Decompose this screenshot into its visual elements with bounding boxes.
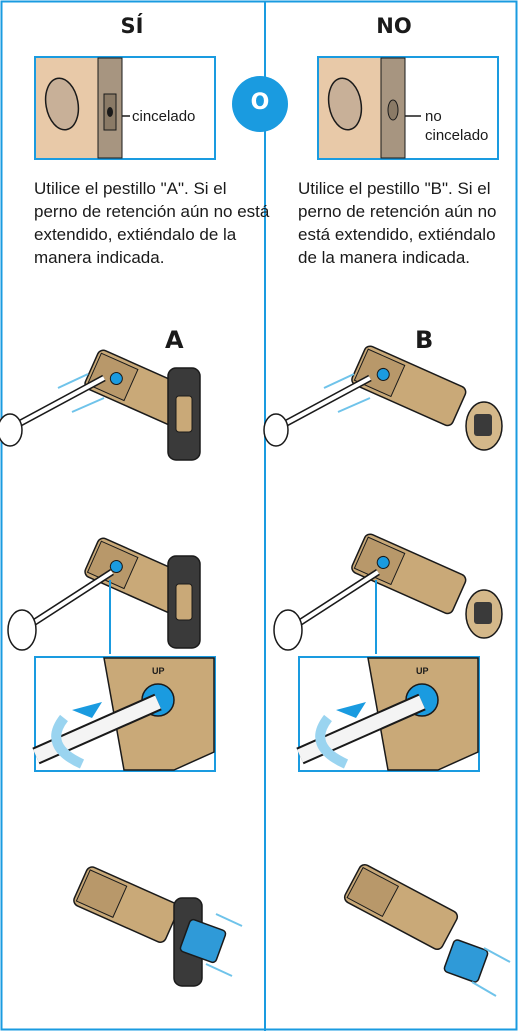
latch-b-label: B: [415, 326, 434, 354]
zoom-up-label-b: UP: [416, 666, 429, 676]
no-heading: NO: [376, 14, 412, 38]
no-instruction: Utilice el pestillo "B". Si el perno de …: [298, 179, 497, 267]
latch-a-zoom-detail: [32, 656, 216, 772]
latch-b-step1-illustration: [263, 345, 503, 451]
chiseled-label: cincelado: [132, 108, 196, 125]
latch-b-zoom-detail: [296, 656, 480, 772]
latch-b-extended-illustration: [343, 863, 511, 997]
latch-a-step1-illustration: [0, 349, 201, 461]
zoom-up-label-a: UP: [152, 666, 165, 676]
latch-a-label: A: [165, 326, 184, 354]
not-chiseled-label-line1: no: [425, 108, 442, 125]
latch-b-step2-illustration: [273, 533, 503, 654]
or-badge: O: [232, 76, 288, 132]
not-chiseled-label-line2: cincelado: [425, 127, 489, 144]
yes-heading: SÍ: [120, 14, 144, 38]
not-chiseled-door-illustration: [317, 56, 499, 160]
chiseled-door-illustration: [34, 56, 216, 160]
latch-a-step2-illustration: [7, 537, 201, 654]
latch-a-extended-illustration: [73, 866, 243, 987]
yes-instruction: Utilice el pestillo "A". Si el perno de …: [34, 179, 270, 267]
